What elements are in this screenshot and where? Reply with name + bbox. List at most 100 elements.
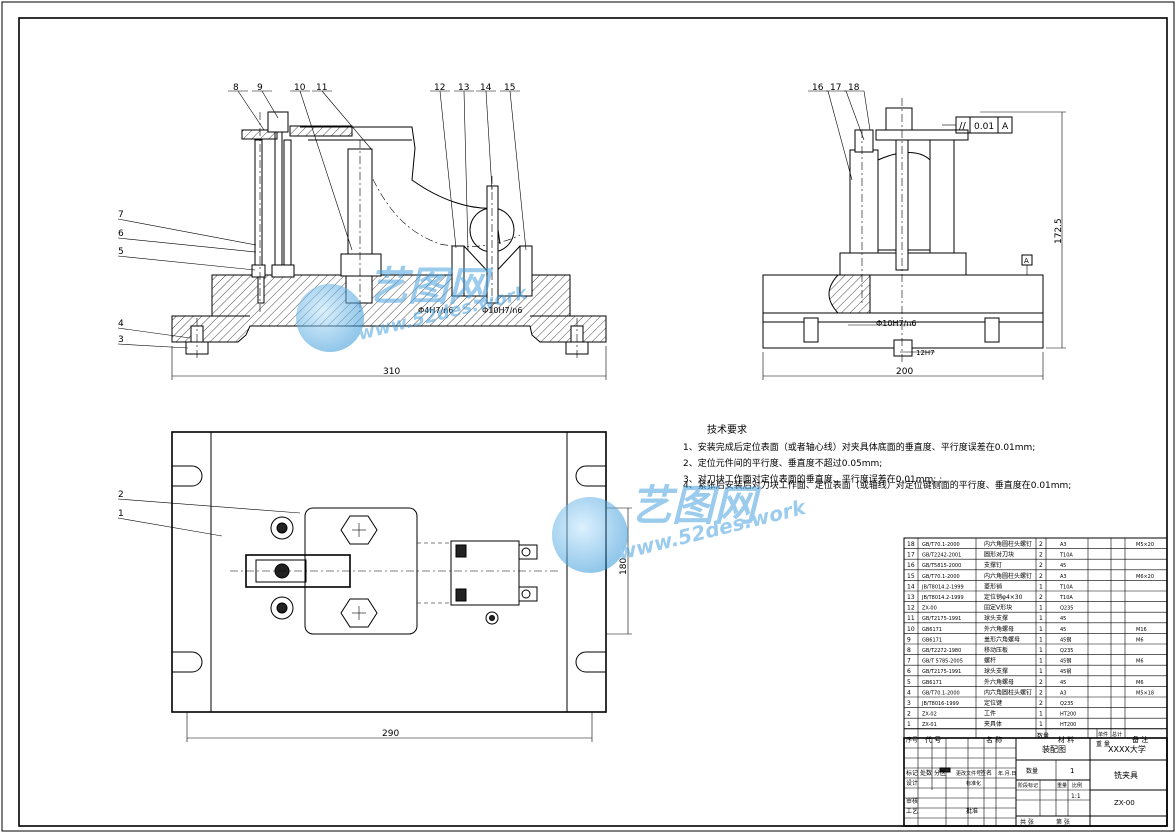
bom-row-qty: 1 [1039, 636, 1043, 643]
bom-row-no: 14 [907, 583, 915, 590]
bom-row-name: 外六角螺母 [984, 678, 1014, 686]
tb-school: XXXX大学 [1108, 744, 1146, 754]
bom-row-material: T10A [1059, 584, 1073, 590]
bom-row-code: ZX-02 [922, 712, 937, 718]
bom-row-code: JB/T8014.2-1999 [921, 584, 964, 590]
balloon-7: 7 [118, 210, 124, 220]
balloon-2: 2 [118, 490, 124, 500]
bom-row-name: 定位销φ4×30 [984, 593, 1023, 601]
bom-row-material: HT200 [1060, 722, 1076, 728]
bom-row-note: M5×20 [1136, 542, 1154, 548]
bom-row-material: Q235 [1060, 606, 1073, 612]
bom-row-name: 盖形六角螺母 [984, 635, 1020, 643]
bom-row-name: 螺杆 [984, 657, 996, 665]
bom-row-code: JB/T8016-1999 [921, 701, 959, 707]
bom-row-material: Q235 [1060, 648, 1073, 654]
rev-count: 处数 [920, 769, 932, 777]
tb-process: 工艺 [906, 807, 918, 815]
tb-qty-label: 数量 [1026, 767, 1038, 775]
watermark-globe-icon [296, 284, 364, 352]
bom-row-name: 外六角螺母 [984, 625, 1014, 633]
bom-row-no: 11 [907, 615, 915, 622]
rev-sign: 签名 [980, 769, 992, 777]
bom-row-material: T10A [1059, 595, 1073, 601]
note-4: 4、紧张后安装后对刀块工作面、定位表面（或轴线）对定位键侧面的平行度、垂直度在0… [683, 479, 1071, 491]
bom-row-qty: 1 [1039, 626, 1043, 633]
tb-approve: 批准 [966, 807, 978, 815]
bom-row-material: 45钢 [1060, 668, 1071, 675]
bom-row-code: GB/T2242-2001 [922, 553, 961, 559]
bom-row-name: 圆形对刀块 [984, 551, 1014, 559]
tb-design: 设计 [906, 779, 918, 787]
bom-row-no: 7 [907, 658, 911, 665]
balloon-18: 18 [848, 83, 860, 93]
bom-row-material: Q235 [1060, 701, 1073, 707]
bom-row-note: M6 [1136, 637, 1144, 643]
fit-phi4: Φ4H7/n6 [418, 306, 453, 315]
bom-row-no: 12 [907, 605, 915, 612]
tb-code: ZX-00 [1114, 799, 1135, 807]
inner-border [18, 17, 1168, 827]
bom-row-code: ZX-00 [922, 606, 937, 612]
watermark-2: 艺图网 www.52des.work [552, 481, 809, 573]
balloon-1: 1 [118, 509, 124, 519]
bom-header-name: 名 称 [986, 735, 1002, 744]
tb-scale-label: 比例 [1072, 782, 1082, 789]
side-fit-phi10: Φ10H7/n6 [876, 319, 916, 328]
bom-row-qty: 2 [1039, 594, 1043, 601]
bom-row-no: 16 [907, 562, 915, 569]
bom-header-weight: 重 量 [1096, 740, 1110, 748]
dim-290: 290 [382, 729, 399, 739]
bom-row-note: M6 [1136, 659, 1144, 665]
bom-row-no: 18 [907, 541, 915, 548]
bom-row-material: 45 [1060, 616, 1066, 622]
bom-row-qty: 1 [1039, 583, 1043, 590]
bom-row-no: 9 [907, 636, 911, 643]
bom-row-code: GB/T70.1-2000 [922, 574, 960, 580]
note-3: 3、对刀块工作面对定位表面的垂直度、平行度误差在0.01mm; ; [683, 473, 942, 485]
balloon-8: 8 [233, 83, 239, 93]
title-block: 标记 处数 分区 更改文件号 签名 年.月.日 设计 标准化 审核 工艺 批准 … [903, 737, 1168, 827]
bom-header-total: 总计 [1112, 731, 1122, 738]
watermark-globe-icon-2 [552, 497, 628, 573]
bom-row-no: 8 [907, 647, 911, 654]
tb-sheet-no: 第 张 [1056, 818, 1070, 826]
tb-scale: 1:1 [1071, 793, 1081, 800]
bom-row-code: GB/T2175-1991 [922, 616, 961, 622]
tol-value: 0.01 [974, 122, 994, 132]
bom-row-code: GB6171 [922, 637, 942, 643]
bom-row-code: ZX-01 [922, 722, 937, 728]
bom-row-qty: 1 [1039, 647, 1043, 654]
bom-row-code: GB/T2175-1991 [922, 669, 961, 675]
bom-row-qty: 1 [1039, 721, 1043, 728]
bom-row-no: 1 [907, 721, 911, 728]
bom-row-material: A3 [1060, 574, 1067, 580]
dim-172-5: 172.5 [1054, 218, 1064, 244]
bom-row-qty: 2 [1039, 689, 1043, 696]
bom-row-qty: 1 [1039, 711, 1043, 718]
bom-row-note: M6 [1136, 680, 1144, 686]
rev-zone: 分区 [934, 769, 946, 777]
balloon-10: 10 [294, 83, 306, 93]
bom-row-name: 球头支撑 [984, 614, 1008, 622]
bom-row-qty: 2 [1039, 573, 1043, 580]
bom-row-qty: 2 [1039, 679, 1043, 686]
bom-row-qty: 2 [1039, 700, 1043, 707]
note-1: 1、安装完成后定位表面（或者轴心线）对夹具体底面的垂直度、平行度误差在0.01m… [683, 441, 1035, 453]
bom-row-code: GB6171 [922, 627, 942, 633]
bom-row-no: 2 [907, 711, 911, 718]
bom-row-code: GB6171 [922, 680, 942, 686]
balloon-3: 3 [118, 335, 124, 345]
parallel-symbol: // [959, 121, 966, 132]
balloon-17: 17 [830, 83, 841, 93]
technical-notes: 技术要求 1、安装完成后定位表面（或者轴心线）对夹具体底面的垂直度、平行度误差在… [683, 423, 1071, 491]
bom-row-name: 定位键 [984, 699, 1002, 707]
bom-row-note: M16 [1136, 627, 1147, 633]
bom-row-code: GB/T70.1-2000 [922, 542, 960, 548]
bom-row-code: GB/T5815-2000 [922, 563, 961, 569]
watermark-brand-2: 艺图网 [630, 481, 762, 530]
bom-header-no: 序号 [906, 736, 918, 744]
